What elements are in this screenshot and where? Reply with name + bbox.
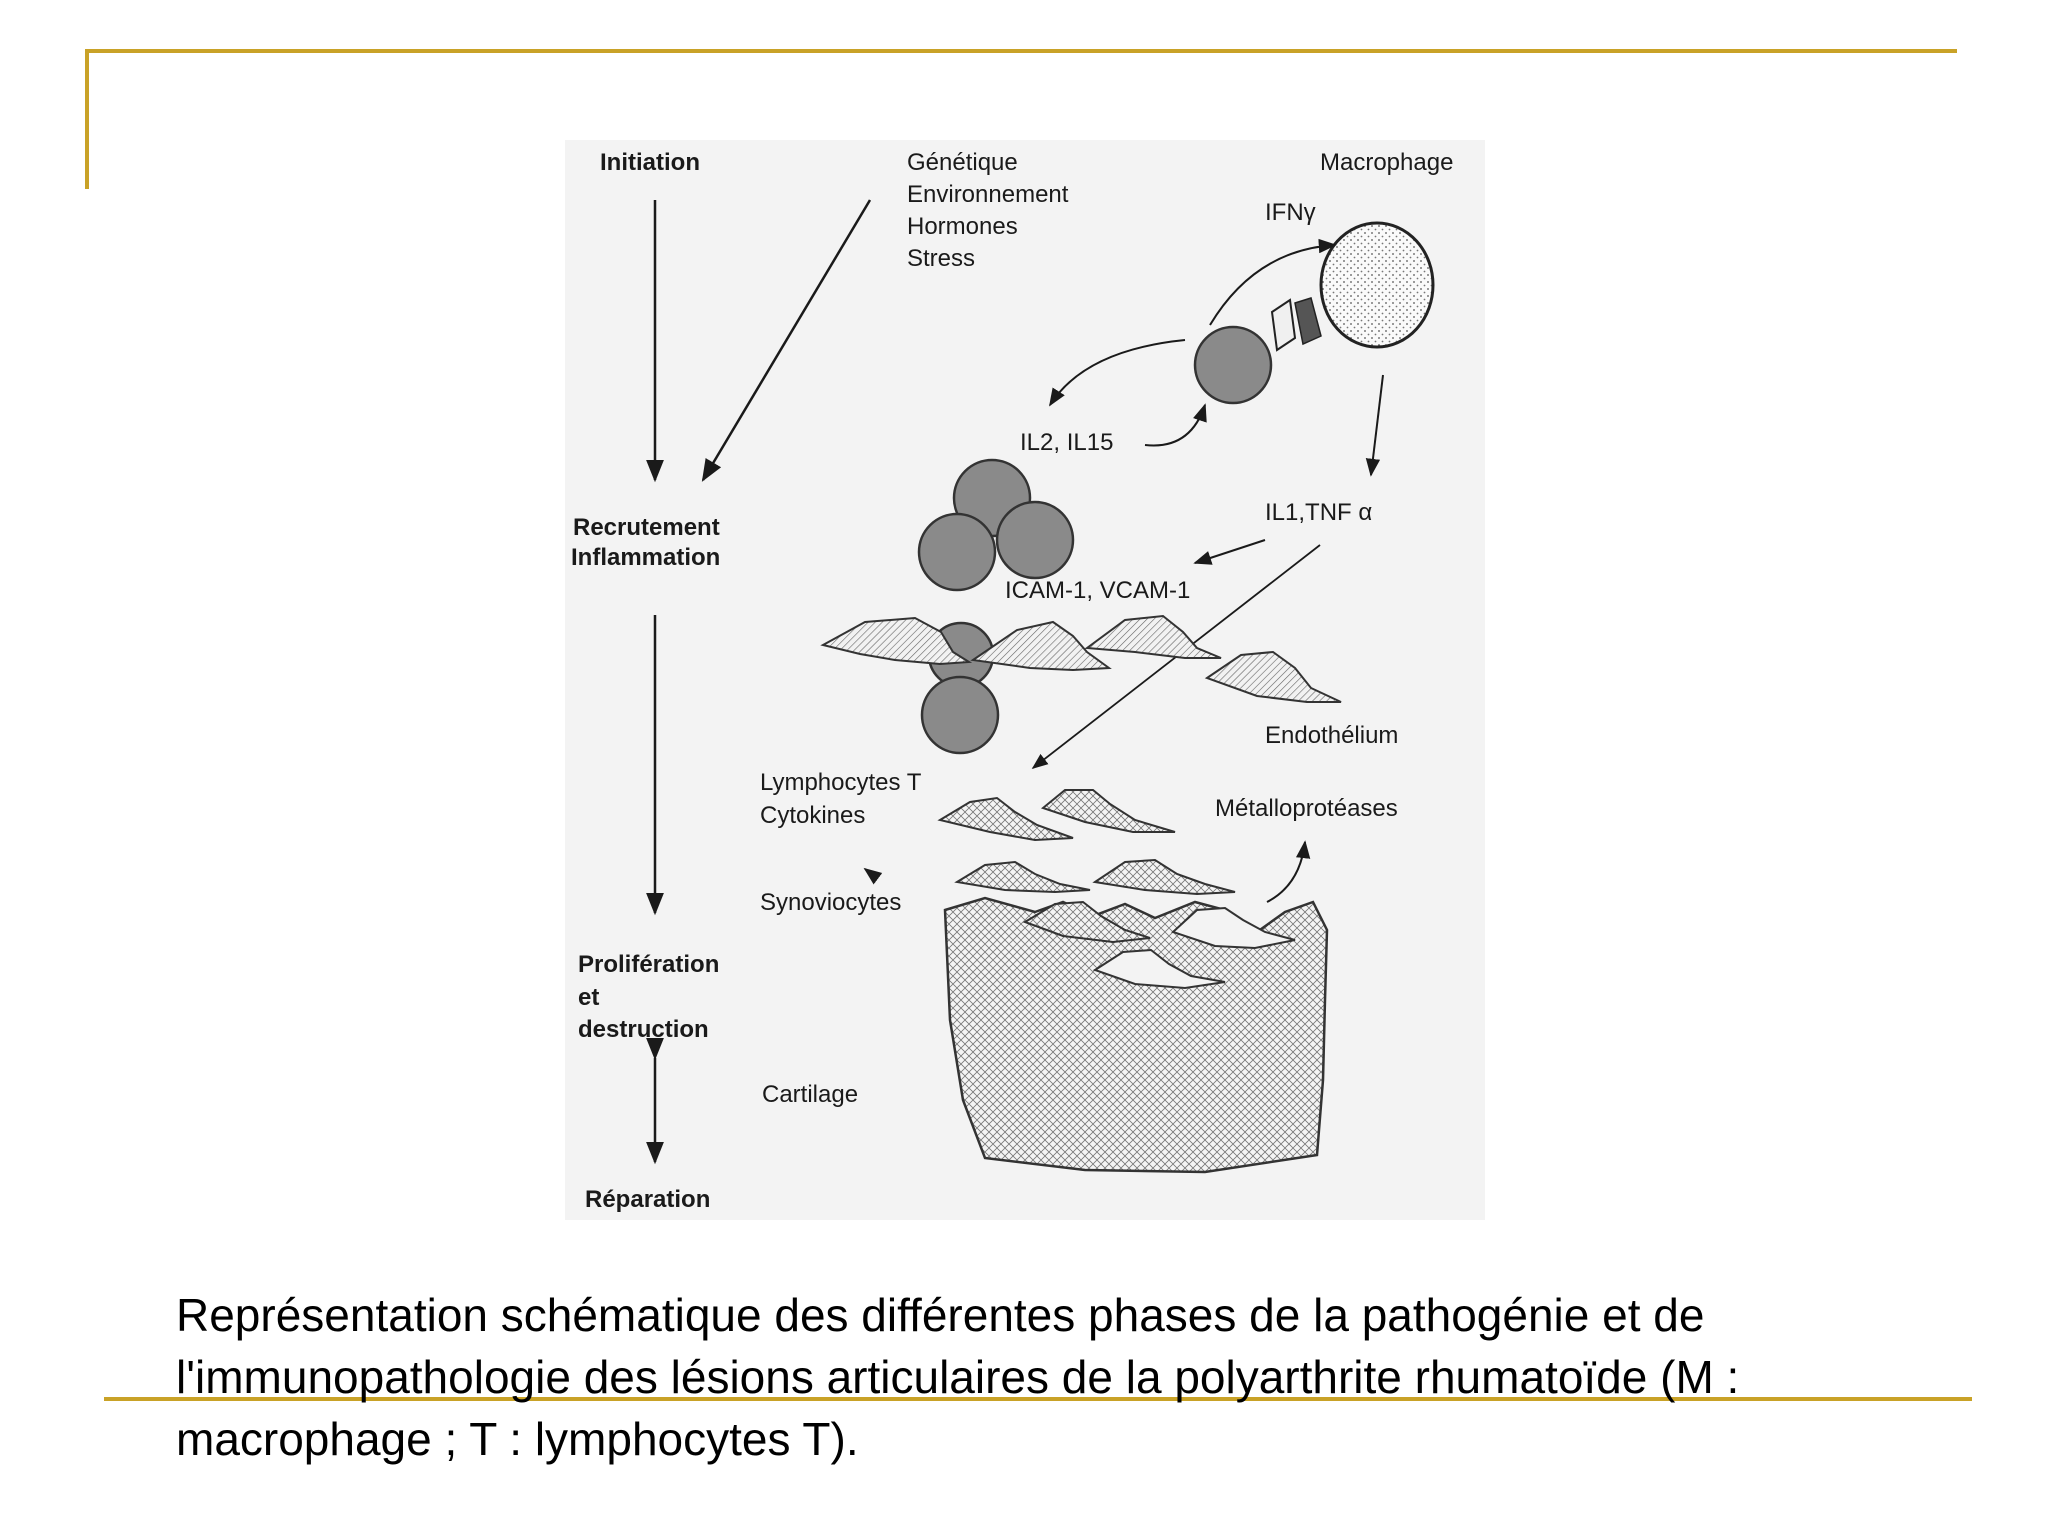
- synoviocyte: [1092, 858, 1236, 896]
- factor-genetique: Génétique: [907, 149, 1018, 176]
- receptor-dark: [1294, 297, 1322, 346]
- label-cytokines: Cytokines: [760, 802, 865, 829]
- endothelial-cell: [970, 620, 1112, 672]
- factors-arrow: [701, 199, 872, 482]
- factor-hormones: Hormones: [907, 213, 1018, 240]
- phase-recrutement: Recrutement: [573, 514, 720, 541]
- il1-arrow-down: [1365, 374, 1384, 477]
- factor-environnement: Environnement: [907, 181, 1069, 208]
- label-macrophage: Macrophage: [1320, 149, 1453, 176]
- il2-arrow-left: [1049, 339, 1186, 407]
- synoviocyte: [1040, 789, 1176, 833]
- label-synoviocytes: Synoviocytes: [760, 889, 901, 916]
- pathogenesis-diagram: Initiation Recrutement Inflammation Prol…: [565, 140, 1485, 1220]
- endothelial-cell: [820, 616, 973, 666]
- bottom-rule: [104, 1397, 1972, 1401]
- embedded-synoviocyte: [1022, 900, 1151, 944]
- metalloprotease-arrow: [1266, 840, 1311, 903]
- endothelial-cell: [1084, 614, 1222, 659]
- lymphocyte-cluster-cell: [995, 500, 1075, 580]
- label-lymphocytes-t: Lymphocytes T: [760, 769, 922, 796]
- phase-et: et: [578, 984, 599, 1011]
- label-il2-il15: IL2, IL15: [1020, 429, 1113, 456]
- phase-initiation: Initiation: [600, 149, 700, 176]
- label-metalloproteases: Métalloprotéases: [1215, 795, 1398, 822]
- migrating-lymphocyte: [920, 675, 1000, 755]
- t-lymphocyte-cell: [1193, 325, 1273, 405]
- synoviocyte: [937, 796, 1074, 842]
- synoviocyte: [954, 860, 1091, 894]
- ifn-arrow: [1209, 238, 1337, 326]
- phase-proliferation: Prolifération: [578, 951, 719, 978]
- il2-arrow-back: [1144, 403, 1207, 447]
- label-endothelium: Endothélium: [1265, 722, 1398, 749]
- synoviocyte-pointer-arrow: [863, 867, 883, 885]
- embedded-synoviocyte: [1171, 906, 1296, 950]
- factor-stress: Stress: [907, 245, 975, 272]
- icam-arrow: [1193, 539, 1266, 565]
- left-rule: [85, 49, 89, 189]
- label-icam-vcam: ICAM-1, VCAM-1: [1005, 577, 1190, 604]
- endothelial-cell: [1204, 650, 1342, 703]
- caption-line: macrophage ; T : lymphocytes T).: [176, 1413, 859, 1465]
- caption-line: l'immunopathologie des lésions articulai…: [176, 1351, 1740, 1403]
- figure-caption: Représentation schématique des différent…: [176, 1284, 1976, 1470]
- phase-destruction: destruction: [578, 1016, 709, 1043]
- label-il1-tnf: IL1,TNF α: [1265, 499, 1372, 526]
- top-rule: [85, 49, 1957, 53]
- label-ifn-gamma: IFNγ: [1265, 199, 1316, 226]
- caption-line: Représentation schématique des différent…: [176, 1289, 1705, 1341]
- label-cartilage: Cartilage: [762, 1081, 858, 1108]
- macrophage-cell: [1319, 221, 1435, 349]
- embedded-synoviocyte: [1092, 948, 1226, 990]
- lymphocyte-cluster-cell: [917, 512, 997, 592]
- receptor-complex: [1270, 298, 1297, 352]
- phase-inflammation: Inflammation: [571, 544, 720, 571]
- phase-reparation: Réparation: [585, 1186, 710, 1213]
